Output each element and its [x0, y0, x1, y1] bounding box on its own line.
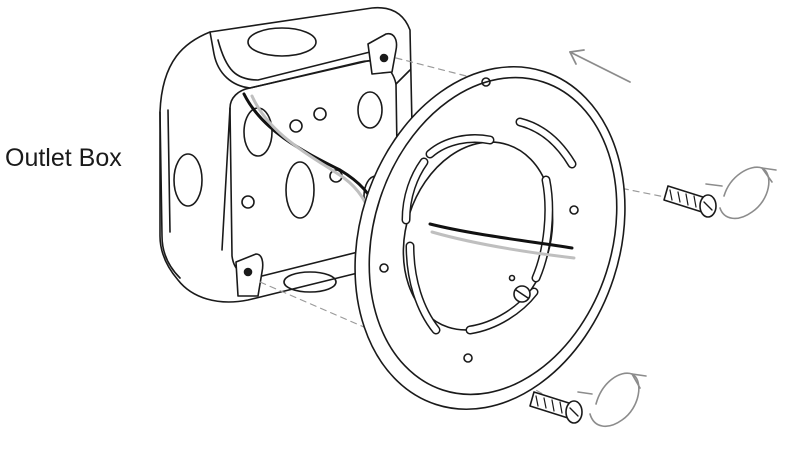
- rotate-arrow-icon: [705, 166, 777, 220]
- plate-wires: [428, 222, 576, 260]
- mounting-screw-icon: [663, 185, 717, 218]
- rotate-arrow-icon: [577, 372, 647, 427]
- mounting-screw-icon: [529, 391, 583, 424]
- outlet-box-label: Outlet Box: [5, 144, 122, 172]
- direction-arrow-icon: [569, 49, 631, 83]
- mounting-plate: [354, 65, 626, 411]
